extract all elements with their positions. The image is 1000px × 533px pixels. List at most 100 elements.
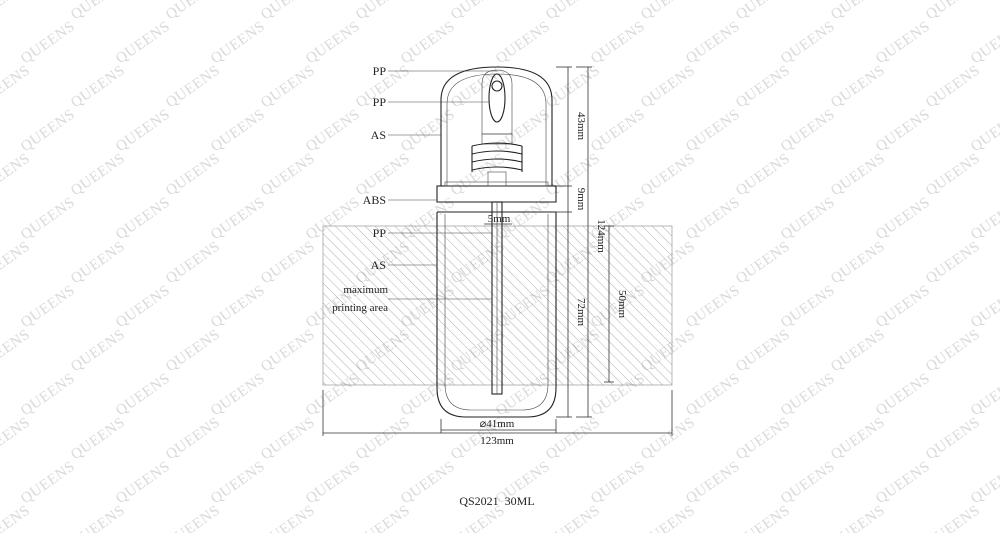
watermark-text: QUEENS [683, 459, 743, 508]
actuator-nozzle [491, 80, 503, 92]
label-as-body: AS [371, 258, 386, 272]
watermark-text: QUEENS [258, 63, 318, 112]
watermark-text: QUEENS [208, 195, 268, 244]
watermark-text: QUEENS [968, 459, 1000, 508]
watermark-text: QUEENS [873, 19, 933, 68]
watermark-text: QUEENS [588, 19, 648, 68]
watermark-text: QUEENS [68, 327, 128, 376]
watermark-text: QUEENS [163, 415, 223, 464]
watermark-text: QUEENS [828, 503, 888, 533]
watermark-text: QUEENS [163, 503, 223, 533]
watermark-text: QUEENS [873, 459, 933, 508]
label-pp-button: PP [373, 95, 387, 109]
watermark-text: QUEENS [208, 283, 268, 332]
watermark-text: QUEENS [68, 0, 128, 23]
watermark-text: QUEENS [733, 327, 793, 376]
dim-cap-height: 43mm [575, 112, 587, 141]
watermark-text: QUEENS [778, 371, 838, 420]
watermark-text: QUEENS [543, 415, 603, 464]
watermark-text: QUEENS [68, 415, 128, 464]
watermark-text: QUEENS [163, 63, 223, 112]
watermark-text: QUEENS [968, 19, 1000, 68]
watermark-text: QUEENS [398, 19, 458, 68]
watermark-text: QUEENS [638, 0, 698, 23]
watermark-text: QUEENS [353, 151, 413, 200]
watermark-text: QUEENS [113, 195, 173, 244]
watermark-text: QUEENS [303, 459, 363, 508]
watermark-text: QUEENS [588, 107, 648, 156]
watermark-text: QUEENS [353, 0, 413, 23]
watermark-text: QUEENS [163, 239, 223, 288]
watermark-text: QUEENS [208, 107, 268, 156]
pump-neck [481, 133, 513, 145]
horizontal-dimensions [322, 390, 673, 436]
watermark-text: QUEENS [113, 19, 173, 68]
watermark-text: QUEENS [968, 283, 1000, 332]
label-as-cap: AS [371, 128, 386, 142]
watermark-text: QUEENS [0, 327, 33, 376]
cap-outer [440, 66, 553, 186]
dim-body-height: 72mm [575, 298, 587, 327]
watermark-text: QUEENS [968, 107, 1000, 156]
label-printing-area-line2: printing area [332, 302, 388, 314]
watermark-text: QUEENS [778, 459, 838, 508]
watermark-text: QUEENS [353, 503, 413, 533]
dim-tube-width: 5mm [488, 213, 511, 225]
watermark-text: QUEENS [303, 107, 363, 156]
label-pp-tube: PP [373, 226, 387, 240]
watermark-text: QUEENS [923, 0, 983, 23]
watermark-text: QUEENS [543, 503, 603, 533]
watermark-text: QUEENS [638, 63, 698, 112]
watermark-text: QUEENS [588, 459, 648, 508]
watermark-text: QUEENS [923, 327, 983, 376]
watermark-text: QUEENS [828, 151, 888, 200]
watermark-text: QUEENS [448, 0, 508, 23]
watermark-text: QUEENS [493, 107, 553, 156]
watermark-text: QUEENS [828, 0, 888, 23]
watermark-text: QUEENS [0, 239, 33, 288]
watermark-text: QUEENS [968, 195, 1000, 244]
watermark-text: QUEENS [638, 503, 698, 533]
watermark-text: QUEENS [258, 151, 318, 200]
watermark-text: QUEENS [683, 283, 743, 332]
watermark-text: QUEENS [258, 415, 318, 464]
watermark-text: QUEENS [873, 195, 933, 244]
watermark-text: QUEENS [923, 503, 983, 533]
watermark-text: QUEENS [873, 371, 933, 420]
watermark-text: QUEENS [923, 63, 983, 112]
watermark-text: QUEENS [68, 63, 128, 112]
spring [471, 142, 523, 172]
watermark-text: QUEENS [733, 503, 793, 533]
actuator-housing [481, 69, 513, 135]
dim-print-width: 123mm [480, 435, 514, 447]
watermark-text: QUEENS [68, 151, 128, 200]
watermark-text: QUEENS [0, 415, 33, 464]
watermark-text: QUEENS [113, 371, 173, 420]
actuator-button [488, 73, 506, 123]
watermark-text: QUEENS [778, 19, 838, 68]
watermark-text: QUEENS [258, 327, 318, 376]
watermark-text: QUEENS [68, 503, 128, 533]
leader-lines [388, 70, 497, 300]
pump-stem [487, 171, 507, 187]
bottle-body-inner [444, 214, 549, 411]
bottle-body [436, 212, 557, 418]
watermark-text: QUEENS [18, 371, 78, 420]
watermark-text: QUEENS [398, 107, 458, 156]
watermark-text: QUEENS [398, 459, 458, 508]
label-pp-top: PP [373, 64, 387, 78]
watermark-text: QUEENS [0, 0, 33, 23]
watermark-text: QUEENS [113, 283, 173, 332]
watermark-text: QUEENS [638, 415, 698, 464]
watermark-text: QUEENS [683, 371, 743, 420]
watermark-text: QUEENS [208, 19, 268, 68]
watermark-text: QUEENS [208, 459, 268, 508]
watermark-text: QUEENS [493, 19, 553, 68]
watermark-text: QUEENS [873, 283, 933, 332]
dim-diameter: ⌀41mm [480, 418, 515, 430]
watermark-text: QUEENS [778, 283, 838, 332]
watermark-text: QUEENS [163, 0, 223, 23]
watermark-text: QUEENS [923, 239, 983, 288]
watermark-text: QUEENS [733, 415, 793, 464]
label-abs: ABS [363, 193, 386, 207]
